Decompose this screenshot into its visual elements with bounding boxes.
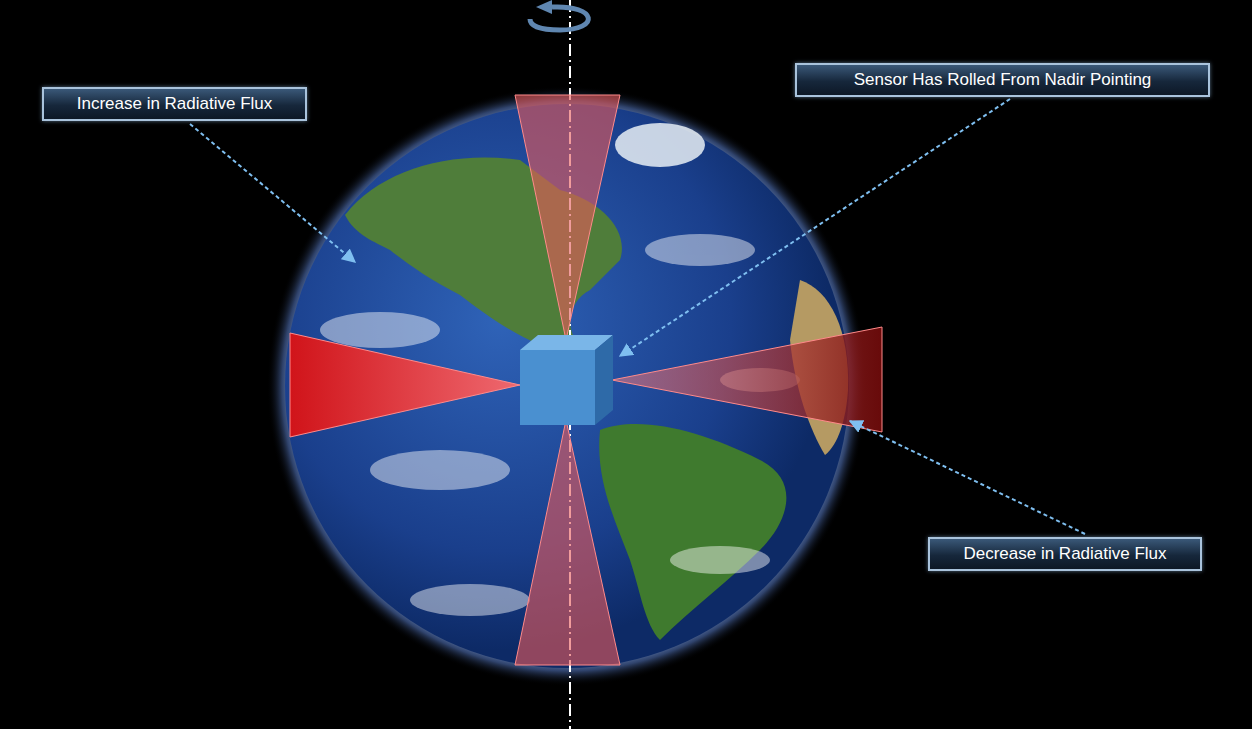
- cloud: [410, 584, 530, 616]
- sensor-cube-front: [520, 350, 595, 425]
- cloud: [370, 450, 510, 490]
- south-america: [599, 424, 786, 640]
- callout-text: Increase in Radiative Flux: [58, 94, 291, 114]
- sensor-cube-side: [595, 335, 613, 425]
- leader-line: [190, 124, 355, 262]
- callout-box: Decrease in Radiative Flux: [928, 537, 1202, 571]
- fov-wedge: [612, 327, 882, 432]
- cloud: [645, 234, 755, 266]
- callout-box: Sensor Has Rolled From Nadir Pointing: [795, 63, 1210, 97]
- fov-wedge: [515, 95, 620, 340]
- leader-line: [850, 421, 1085, 534]
- cloud: [320, 312, 440, 348]
- callout-text: Decrease in Radiative Flux: [944, 544, 1186, 564]
- fov-wedge: [290, 333, 520, 437]
- greenland: [615, 123, 705, 167]
- callout-text: Sensor Has Rolled From Nadir Pointing: [811, 70, 1194, 90]
- fov-wedge: [515, 420, 620, 665]
- callout-box: Increase in Radiative Flux: [42, 87, 307, 121]
- leader-line: [620, 99, 1010, 356]
- rotation-arrowhead: [536, 0, 552, 14]
- rotation-arrow: [530, 7, 588, 30]
- cloud: [670, 546, 770, 574]
